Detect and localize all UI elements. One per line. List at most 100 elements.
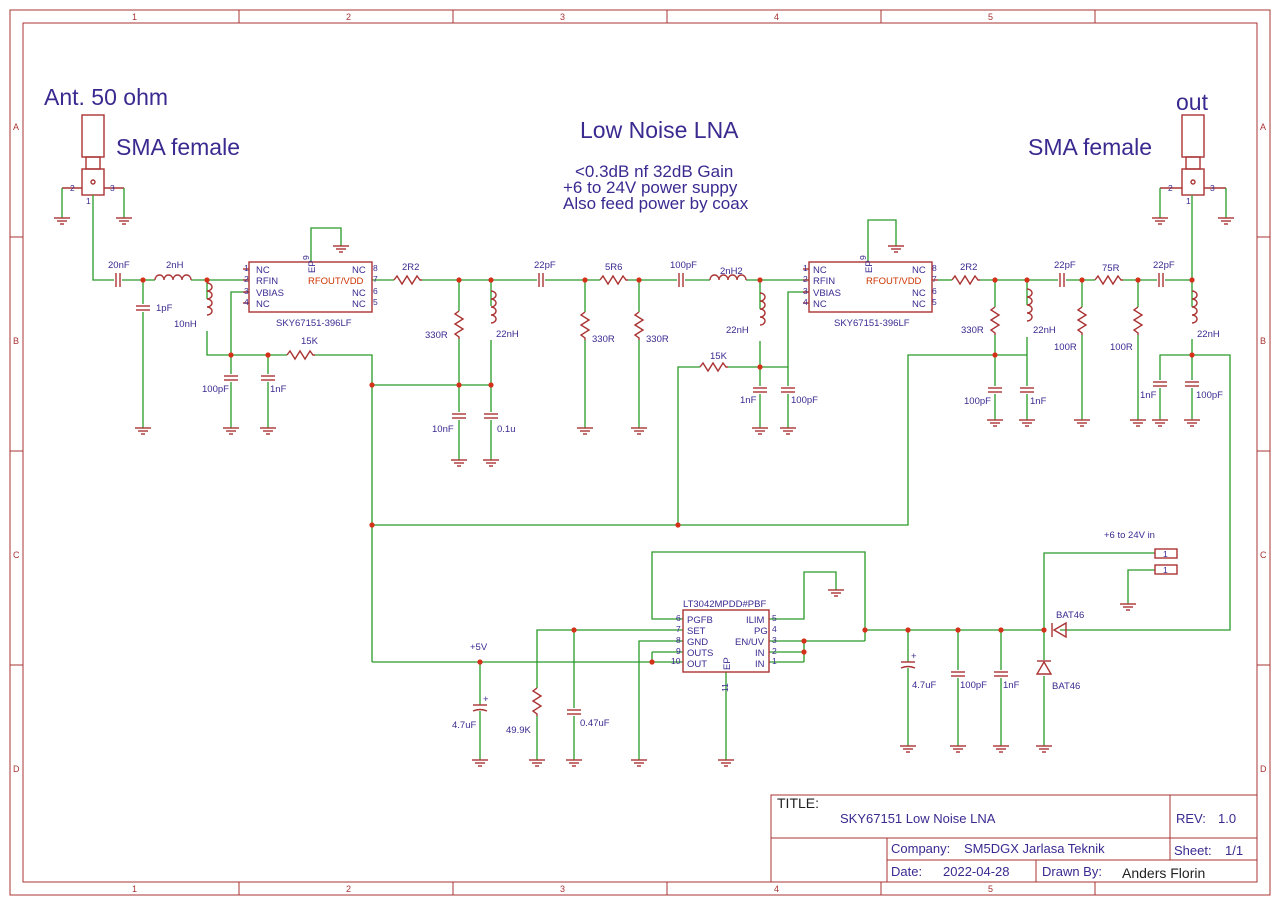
ic2-pin-nc-6: NC — [912, 288, 926, 299]
ic1-pin-nc-8: NC — [352, 265, 366, 276]
c-100pf-c-label: 100pF — [791, 395, 818, 406]
tb-rev-label: REV: — [1176, 811, 1206, 826]
row-label-b-right: B — [1260, 336, 1266, 346]
reg-pin-ilim: ILIM — [746, 615, 765, 626]
reg-pin-num-6: 6 — [676, 613, 681, 623]
ic1-pin-num-4: 4 — [244, 297, 249, 307]
tb-title: SKY67151 Low Noise LNA — [840, 811, 996, 826]
ic1-pin-nc-1: NC — [256, 265, 270, 276]
reg-part-label: LT3042MPDD#PBF — [683, 599, 766, 610]
sma-output-connector: 2 3 1 — [1151, 114, 1235, 225]
note-line-2: +6 to 24V power suppy — [563, 178, 738, 197]
row-label-c: C — [13, 550, 20, 560]
l-10nh-label: 10nH — [174, 319, 197, 330]
reg-ep-label: EP — [722, 657, 733, 670]
reg-pin-in-1: IN — [755, 659, 765, 670]
tb-sheet-label: Sheet: — [1174, 843, 1212, 858]
ic1-pin-num-7: 7 — [373, 274, 378, 284]
diode-bat46-1-label: BAT46 — [1056, 610, 1084, 621]
col-label-4: 4 — [774, 12, 779, 22]
wires — [92, 195, 1231, 752]
reg-pin-gnd: GND — [687, 637, 708, 648]
c-100pf-f-label: 100pF — [960, 680, 987, 691]
col-label-1-bottom: 1 — [132, 884, 137, 894]
junctions — [140, 277, 1195, 665]
title-block: TITLE: SKY67151 Low Noise LNA REV: 1.0 C… — [770, 794, 1258, 883]
l-22nh-a-label: 22nH — [496, 329, 519, 340]
sma-out-label: SMA female — [1028, 134, 1152, 160]
l-22nh-b-label: 22nH — [726, 325, 749, 336]
r-49k9-label: 49.9K — [506, 725, 531, 736]
tb-rev: 1.0 — [1218, 811, 1236, 826]
ic2-pin-rfout: RFOUT/VDD — [866, 276, 922, 287]
tb-company: SM5DGX Jarlasa Teknik — [964, 841, 1105, 856]
ic2-pin-nc-1: NC — [813, 265, 827, 276]
ic2-ep-label: EP — [864, 260, 875, 273]
ic1-pin-rfout: RFOUT/VDD — [308, 276, 364, 287]
out-label: out — [1176, 89, 1209, 115]
r-2r2-b-label: 2R2 — [960, 262, 977, 273]
ic2-pin-num-5: 5 — [932, 297, 937, 307]
reg-pin-pgfb: PGFB — [687, 615, 713, 626]
input-match: 20nF 2nH 1pF 10nH 100pF 1nF 15K — [108, 260, 319, 435]
l-22nh-c-label: 22nH — [1033, 325, 1056, 336]
tb-sheet: 1/1 — [1225, 843, 1243, 858]
reg-pin-num-8: 8 — [676, 635, 681, 645]
reg-pin-num-10: 10 — [671, 656, 681, 666]
reg-pin-num-1: 1 — [772, 656, 777, 666]
ic1-pin-rfin: RFIN — [256, 276, 278, 287]
tb-drawn: Anders Florin — [1122, 865, 1205, 881]
tb-company-label: Company: — [891, 841, 950, 856]
ic2-ep-num: 9 — [858, 255, 868, 260]
ic1-pin-num-8: 8 — [373, 263, 378, 273]
sma-in-pin-2: 2 — [70, 183, 75, 193]
ic1-pin-num-6: 6 — [373, 286, 378, 296]
sma-in-label: SMA female — [116, 134, 240, 160]
r-100r-a-label: 100R — [1054, 342, 1077, 353]
tb-date: 2022-04-28 — [943, 864, 1010, 879]
c-1nf-a-label: 1nF — [270, 384, 287, 395]
drawing-frame: 1 2 3 4 5 1 2 3 4 5 A B C D A B C D — [9, 9, 1271, 896]
output-network: 22pF 75R 22pF 100R 100R 22nH 1nF 100pF — [1054, 260, 1223, 427]
ic1-pin-vbias: VBIAS — [256, 288, 284, 299]
c-1nf-c-label: 1nF — [1030, 396, 1047, 407]
ic2-pin-vbias: VBIAS — [813, 288, 841, 299]
ic2-part-label: SKY67151-396LF — [834, 318, 910, 329]
ic2-pin-num-4: 4 — [803, 297, 808, 307]
note-line-1: <0.3dB nf 32dB Gain — [575, 162, 733, 181]
reg-pin-set: SET — [687, 626, 706, 637]
stage-1-output: 2R2 330R 22nH 10nF 0.1u — [393, 262, 519, 467]
ic1-pin-num-1: 1 — [244, 263, 249, 273]
vin-pin-1: 1 — [1163, 549, 1168, 559]
c-100pf-d-label: 100pF — [964, 396, 991, 407]
l-2nh2-label: 2nH2 — [720, 266, 743, 277]
c-1nf-e-label: 1nF — [1003, 680, 1020, 691]
reg-pin-num-4: 4 — [772, 624, 777, 634]
c-100pf-b-label: 100pF — [670, 260, 697, 271]
ic2-pin-num-3: 3 — [803, 286, 808, 296]
col-label-2: 2 — [346, 12, 351, 22]
col-label-3: 3 — [560, 12, 565, 22]
col-label-5: 5 — [988, 12, 993, 22]
c-100pf-e-label: 100pF — [1196, 390, 1223, 401]
ic2-pin-nc-8: NC — [912, 265, 926, 276]
tb-date-label: Date: — [891, 864, 922, 879]
ic1-pin-num-5: 5 — [373, 297, 378, 307]
row-label-d-right: D — [1260, 764, 1267, 774]
ic1-part-label: SKY67151-396LF — [276, 318, 352, 329]
c-1nf-b-label: 1nF — [740, 395, 757, 406]
r-15k-a-label: 15K — [301, 336, 319, 347]
ic1-ep-num: 9 — [301, 255, 311, 260]
ic1-pin-nc-4: NC — [256, 299, 270, 310]
ic2-pin-rfin: RFIN — [813, 276, 835, 287]
ic2-pin-nc-4: NC — [813, 299, 827, 310]
c-20nf-label: 20nF — [108, 260, 130, 271]
diode-bat46-2-label: BAT46 — [1052, 681, 1080, 692]
ic1-ep-label: EP — [307, 260, 318, 273]
notes: Low Noise LNA <0.3dB nf 32dB Gain +6 to … — [44, 84, 1209, 541]
row-label-a-right: A — [1260, 122, 1266, 132]
c-22pf-b-label: 22pF — [1054, 260, 1076, 271]
c-22pf-c-label: 22pF — [1153, 260, 1175, 271]
ic2-pin-num-1: 1 — [803, 263, 808, 273]
col-label-2-bottom: 2 — [346, 884, 351, 894]
